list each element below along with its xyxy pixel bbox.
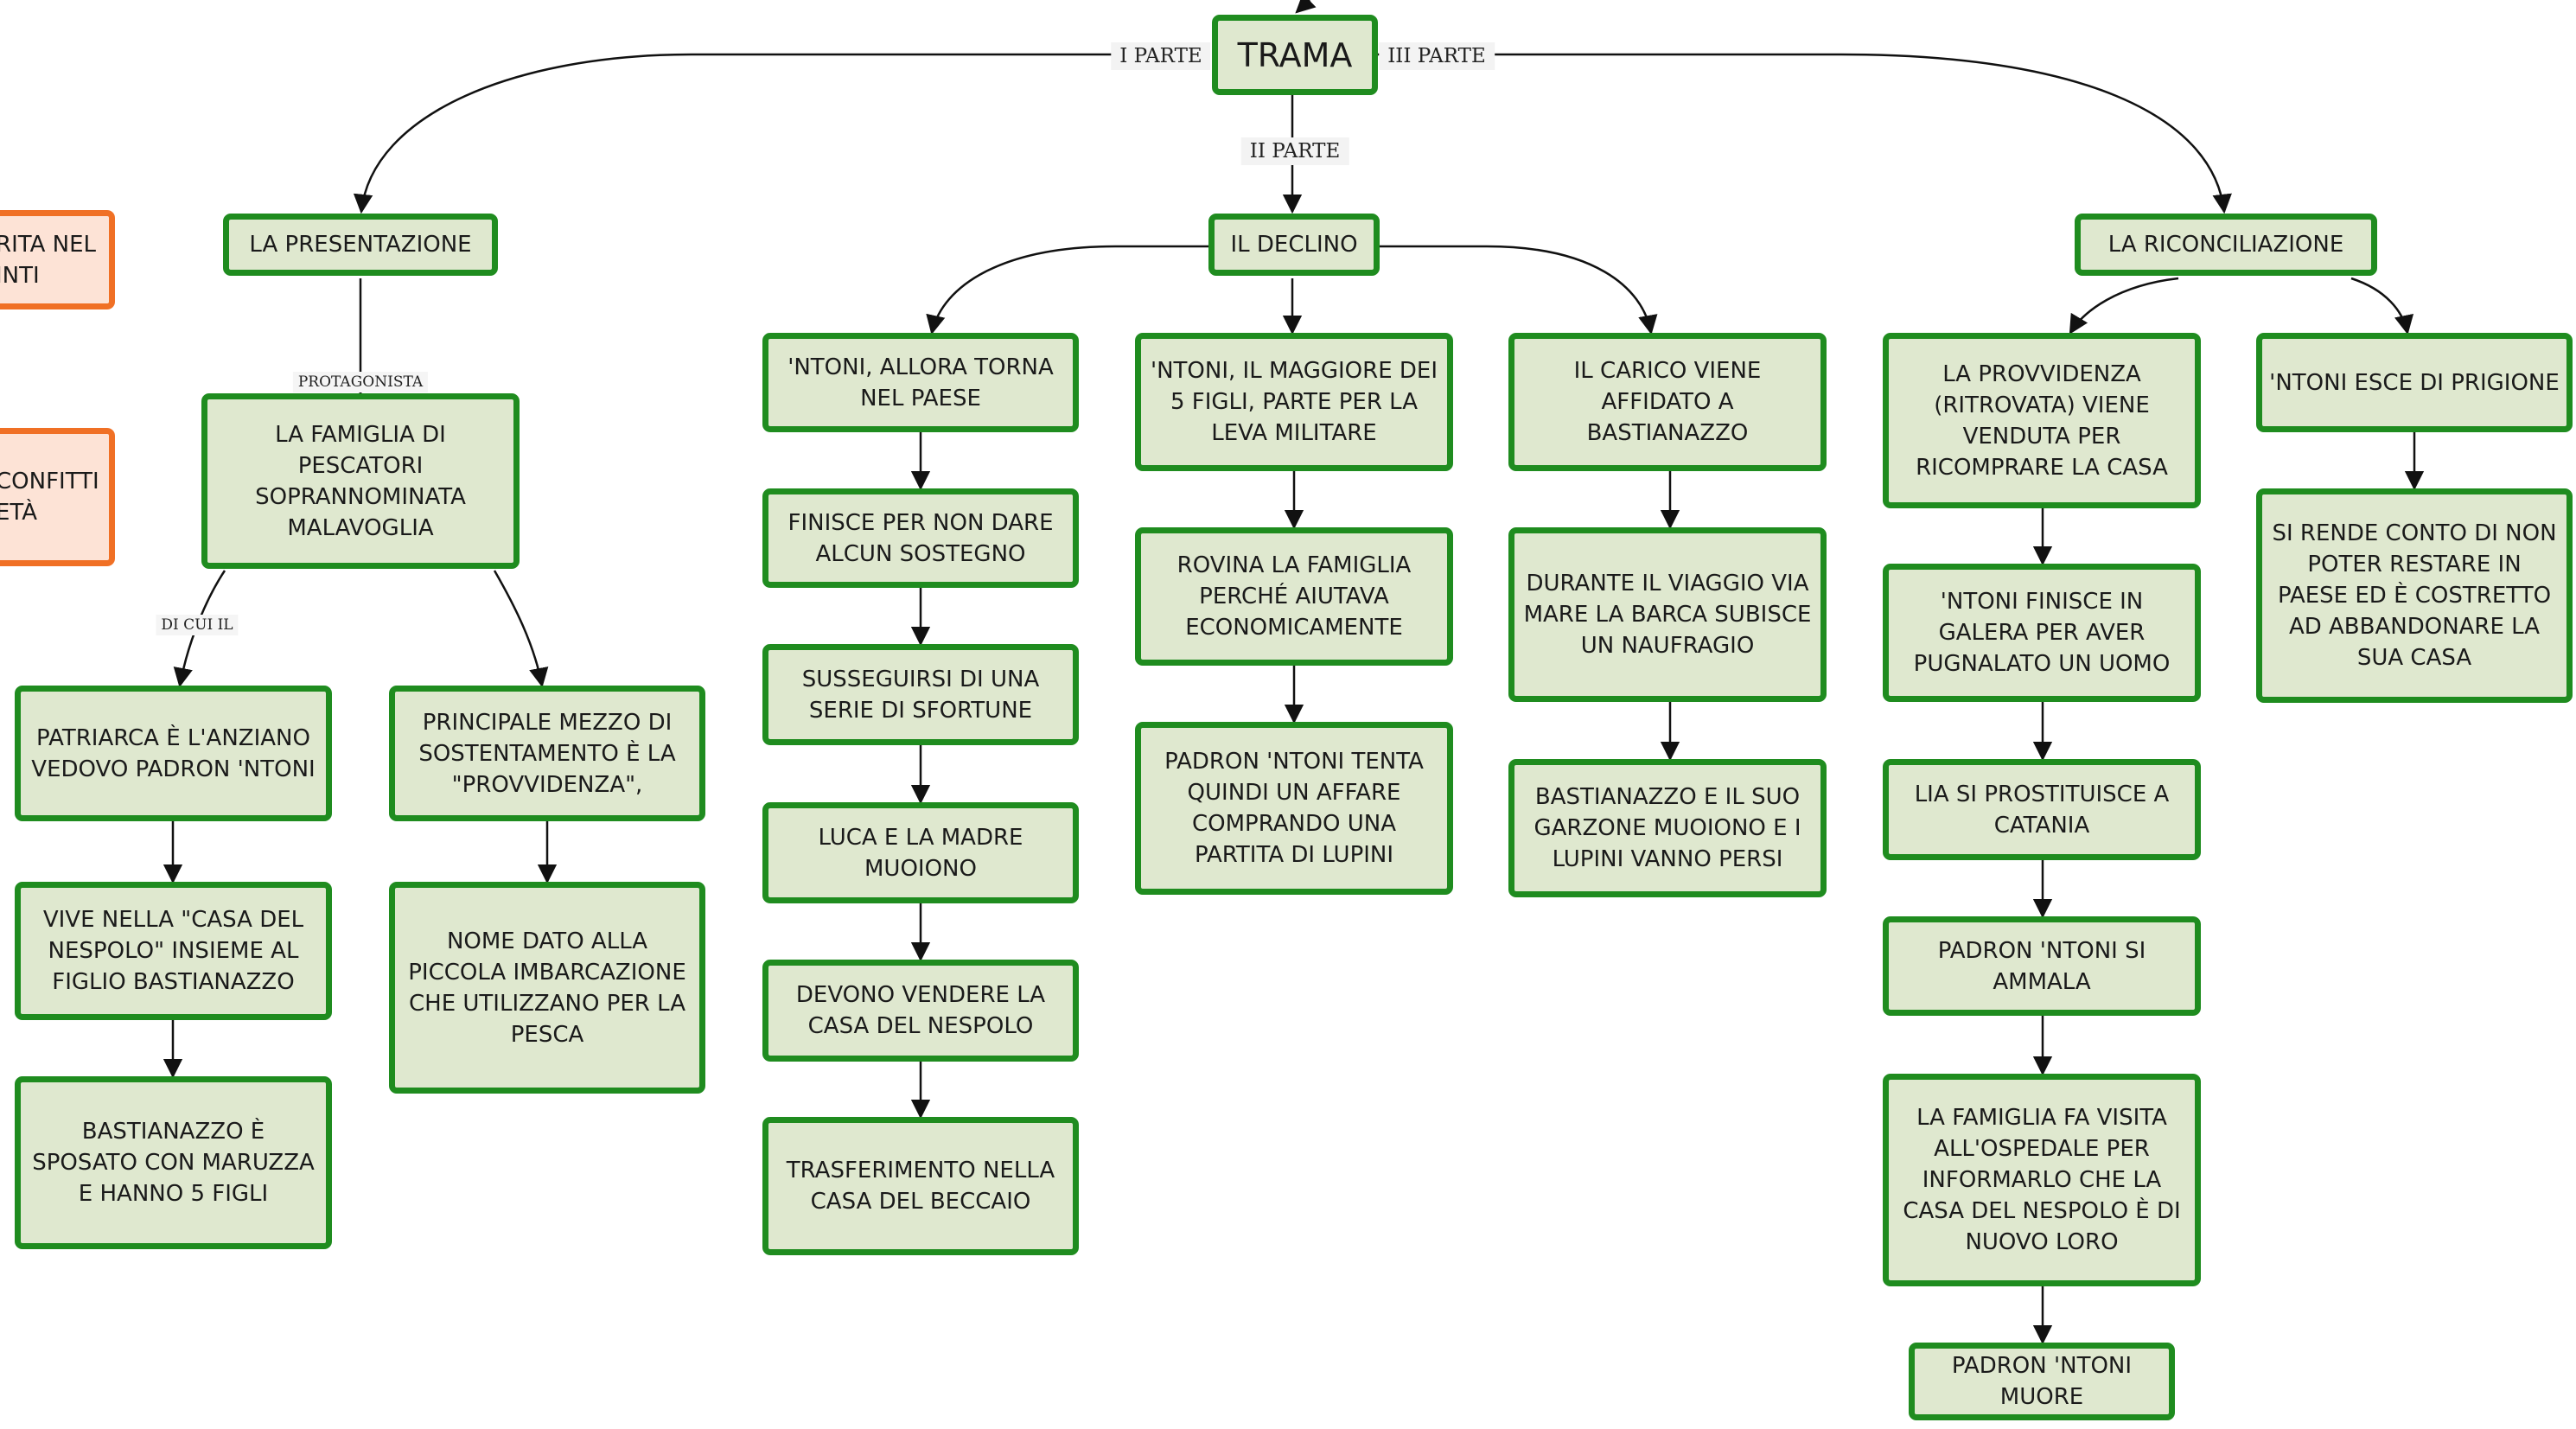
- node-bastianazzo[interactable]: BASTIANAZZO È SPOSATO CON MARUZZA E HANN…: [15, 1076, 332, 1249]
- node-declino-text: IL DECLINO: [1230, 232, 1358, 258]
- edge-root-presentazione: [353, 53, 1210, 214]
- ric-col1-5-text: PADRON 'NTONI MUORE: [1951, 1353, 2133, 1410]
- edge-label-part1: I PARTE: [1111, 42, 1211, 70]
- ric-col2-0[interactable]: 'NTONI ESCE DI PRIGIONE: [2256, 333, 2573, 432]
- edge-declino-col1: [926, 245, 1210, 335]
- declino-col1-4[interactable]: DEVONO VENDERE LA CASA DEL NESPOLO: [762, 960, 1079, 1062]
- declino-col2-1[interactable]: ROVINA LA FAMIGLIA PERCHÉ AIUTAVA ECONOM…: [1135, 527, 1453, 666]
- declino-col1-3-text: LUCA E LA MADRE MUOIONO: [818, 824, 1023, 882]
- ric-col2-1[interactable]: SI RENDE CONTO DI NON POTER RESTARE IN P…: [2256, 488, 2573, 703]
- edge-ric-col1: [2069, 277, 2179, 335]
- declino-col1-1[interactable]: FINISCE PER NON DARE ALCUN SOSTEGNO: [762, 488, 1079, 588]
- node-vive[interactable]: VIVE NELLA "CASA DEL NESPOLO" INSIEME AL…: [15, 882, 332, 1020]
- side-box-2[interactable]: CONFITTI ETÀ: [0, 428, 115, 566]
- declino-col1-5-text: TRASFERIMENTO NELLA CASA DEL BECCAIO: [786, 1158, 1055, 1215]
- declino-col3-0[interactable]: IL CARICO VIENE AFFIDATO A BASTIANAZZO: [1508, 333, 1827, 471]
- declino-col1-1-text: FINISCE PER NON DARE ALCUN SOSTEGNO: [787, 509, 1054, 567]
- ric-col1-1[interactable]: 'NTONI FINISCE IN GALERA PER AVER PUGNAL…: [1883, 564, 2201, 702]
- node-riconciliazione[interactable]: LA RICONCILIAZIONE: [2075, 214, 2377, 276]
- declino-col2-2[interactable]: PADRON 'NTONI TENTA QUINDI UN AFFARE COM…: [1135, 722, 1453, 895]
- ric-col1-5[interactable]: PADRON 'NTONI MUORE: [1909, 1343, 2175, 1420]
- node-presentazione[interactable]: LA PRESENTAZIONE: [223, 214, 498, 276]
- node-mezzo[interactable]: PRINCIPALE MEZZO DI SOSTENTAMENTO È LA "…: [389, 686, 705, 821]
- declino-col2-0[interactable]: 'NTONI, IL MAGGIORE DEI 5 FIGLI, PARTE P…: [1135, 333, 1453, 471]
- ric-col1-2[interactable]: LIA SI PROSTITUISCE A CATANIA: [1883, 759, 2201, 860]
- edge-famiglia-mezzo: [493, 570, 549, 688]
- declino-col1-3[interactable]: LUCA E LA MADRE MUOIONO: [762, 802, 1079, 903]
- declino-col1-0[interactable]: 'NTONI, ALLORA TORNA NEL PAESE: [762, 333, 1079, 432]
- node-vive-text: VIVE NELLA "CASA DEL NESPOLO" INSIEME AL…: [42, 907, 304, 995]
- declino-col3-2-text: BASTIANAZZO E IL SUO GARZONE MUOIONO E I…: [1533, 784, 1801, 872]
- declino-col3-0-text: IL CARICO VIENE AFFIDATO A BASTIANAZZO: [1573, 358, 1762, 446]
- ric-col1-0-text: LA PROVVIDENZA (RITROVATA) VIENE VENDUTA…: [1916, 360, 2168, 481]
- node-mezzo-text: PRINCIPALE MEZZO DI SOSTENTAMENTO È LA "…: [418, 709, 676, 798]
- declino-col3-2[interactable]: BASTIANAZZO E IL SUO GARZONE MUOIONO E I…: [1508, 759, 1827, 897]
- declino-col3-1[interactable]: DURANTE IL VIAGGIO VIA MARE LA BARCA SUB…: [1508, 527, 1827, 702]
- node-famiglia-text: LA FAMIGLIA DI PESCATORI SOPRANNOMINATA …: [255, 421, 466, 541]
- declino-col1-2-text: SUSSEGUIRSI DI UNA SERIE DI SFORTUNE: [801, 666, 1040, 724]
- declino-col1-4-text: DEVONO VENDERE LA CASA DEL NESPOLO: [795, 982, 1046, 1039]
- root-node-trama[interactable]: TRAMA: [1212, 15, 1378, 95]
- ric-col2-0-text: 'NTONI ESCE DI PRIGIONE: [2269, 369, 2560, 396]
- node-bastianazzo-text: BASTIANAZZO È SPOSATO CON MARUZZA E HANN…: [32, 1119, 315, 1207]
- edge-incoming-root: [1295, 0, 1317, 14]
- ric-col1-3[interactable]: PADRON 'NTONI SI AMMALA: [1883, 916, 2201, 1016]
- declino-col1-5[interactable]: TRASFERIMENTO NELLA CASA DEL BECCAIO: [762, 1117, 1079, 1255]
- declino-col1-2[interactable]: SUSSEGUIRSI DI UNA SERIE DI SFORTUNE: [762, 644, 1079, 745]
- declino-col2-2-text: PADRON 'NTONI TENTA QUINDI UN AFFARE COM…: [1164, 749, 1424, 868]
- side-box-2-text: CONFITTI ETÀ: [0, 469, 99, 526]
- edge-label-di-cui-il: DI CUI IL: [156, 615, 239, 635]
- declino-col2-1-text: ROVINA LA FAMIGLIA PERCHÉ AIUTAVA ECONOM…: [1176, 552, 1412, 641]
- declino-col1-0-text: 'NTONI, ALLORA TORNA NEL PAESE: [787, 354, 1054, 411]
- node-patriarca-text: PATRIARCA È L'ANZIANO VEDOVO PADRON 'NTO…: [31, 724, 316, 782]
- side-box-1[interactable]: RITA NEL INTI: [0, 210, 115, 309]
- edge-label-protagonista: PROTAGONISTA: [292, 372, 429, 392]
- ric-col2-1-text: SI RENDE CONTO DI NON POTER RESTARE IN P…: [2272, 520, 2557, 671]
- node-riconciliazione-text: LA RICONCILIAZIONE: [2107, 232, 2344, 258]
- edge-label-part3: III PARTE: [1379, 42, 1495, 70]
- edge-label-part2: II PARTE: [1240, 137, 1349, 165]
- ric-col1-4-text: LA FAMIGLIA FA VISITA ALL'OSPEDALE PER I…: [1903, 1105, 2181, 1255]
- edge-ric-col2: [2350, 277, 2414, 335]
- ric-col1-4[interactable]: LA FAMIGLIA FA VISITA ALL'OSPEDALE PER I…: [1883, 1074, 2201, 1286]
- node-nome[interactable]: NOME DATO ALLA PICCOLA IMBARCAZIONE CHE …: [389, 882, 705, 1094]
- ric-col1-0[interactable]: LA PROVVIDENZA (RITROVATA) VIENE VENDUTA…: [1883, 333, 2201, 508]
- edge-declino-col3: [1376, 245, 1658, 335]
- side-box-1-text: RITA NEL INTI: [0, 231, 97, 289]
- root-title: TRAMA: [1237, 35, 1353, 74]
- node-presentazione-text: LA PRESENTAZIONE: [249, 232, 472, 258]
- node-nome-text: NOME DATO ALLA PICCOLA IMBARCAZIONE CHE …: [408, 928, 686, 1048]
- edge-root-riconciliazione: [1376, 53, 2232, 214]
- declino-col3-1-text: DURANTE IL VIAGGIO VIA MARE LA BARCA SUB…: [1523, 571, 1812, 659]
- node-declino[interactable]: IL DECLINO: [1208, 214, 1380, 276]
- node-famiglia[interactable]: LA FAMIGLIA DI PESCATORI SOPRANNOMINATA …: [201, 393, 520, 569]
- ric-col1-3-text: PADRON 'NTONI SI AMMALA: [1937, 937, 2146, 995]
- ric-col1-1-text: 'NTONI FINISCE IN GALERA PER AVER PUGNAL…: [1913, 589, 2171, 677]
- declino-col2-0-text: 'NTONI, IL MAGGIORE DEI 5 FIGLI, PARTE P…: [1150, 358, 1438, 446]
- ric-col1-2-text: LIA SI PROSTITUISCE A CATANIA: [1914, 781, 2170, 839]
- node-patriarca[interactable]: PATRIARCA È L'ANZIANO VEDOVO PADRON 'NTO…: [15, 686, 332, 821]
